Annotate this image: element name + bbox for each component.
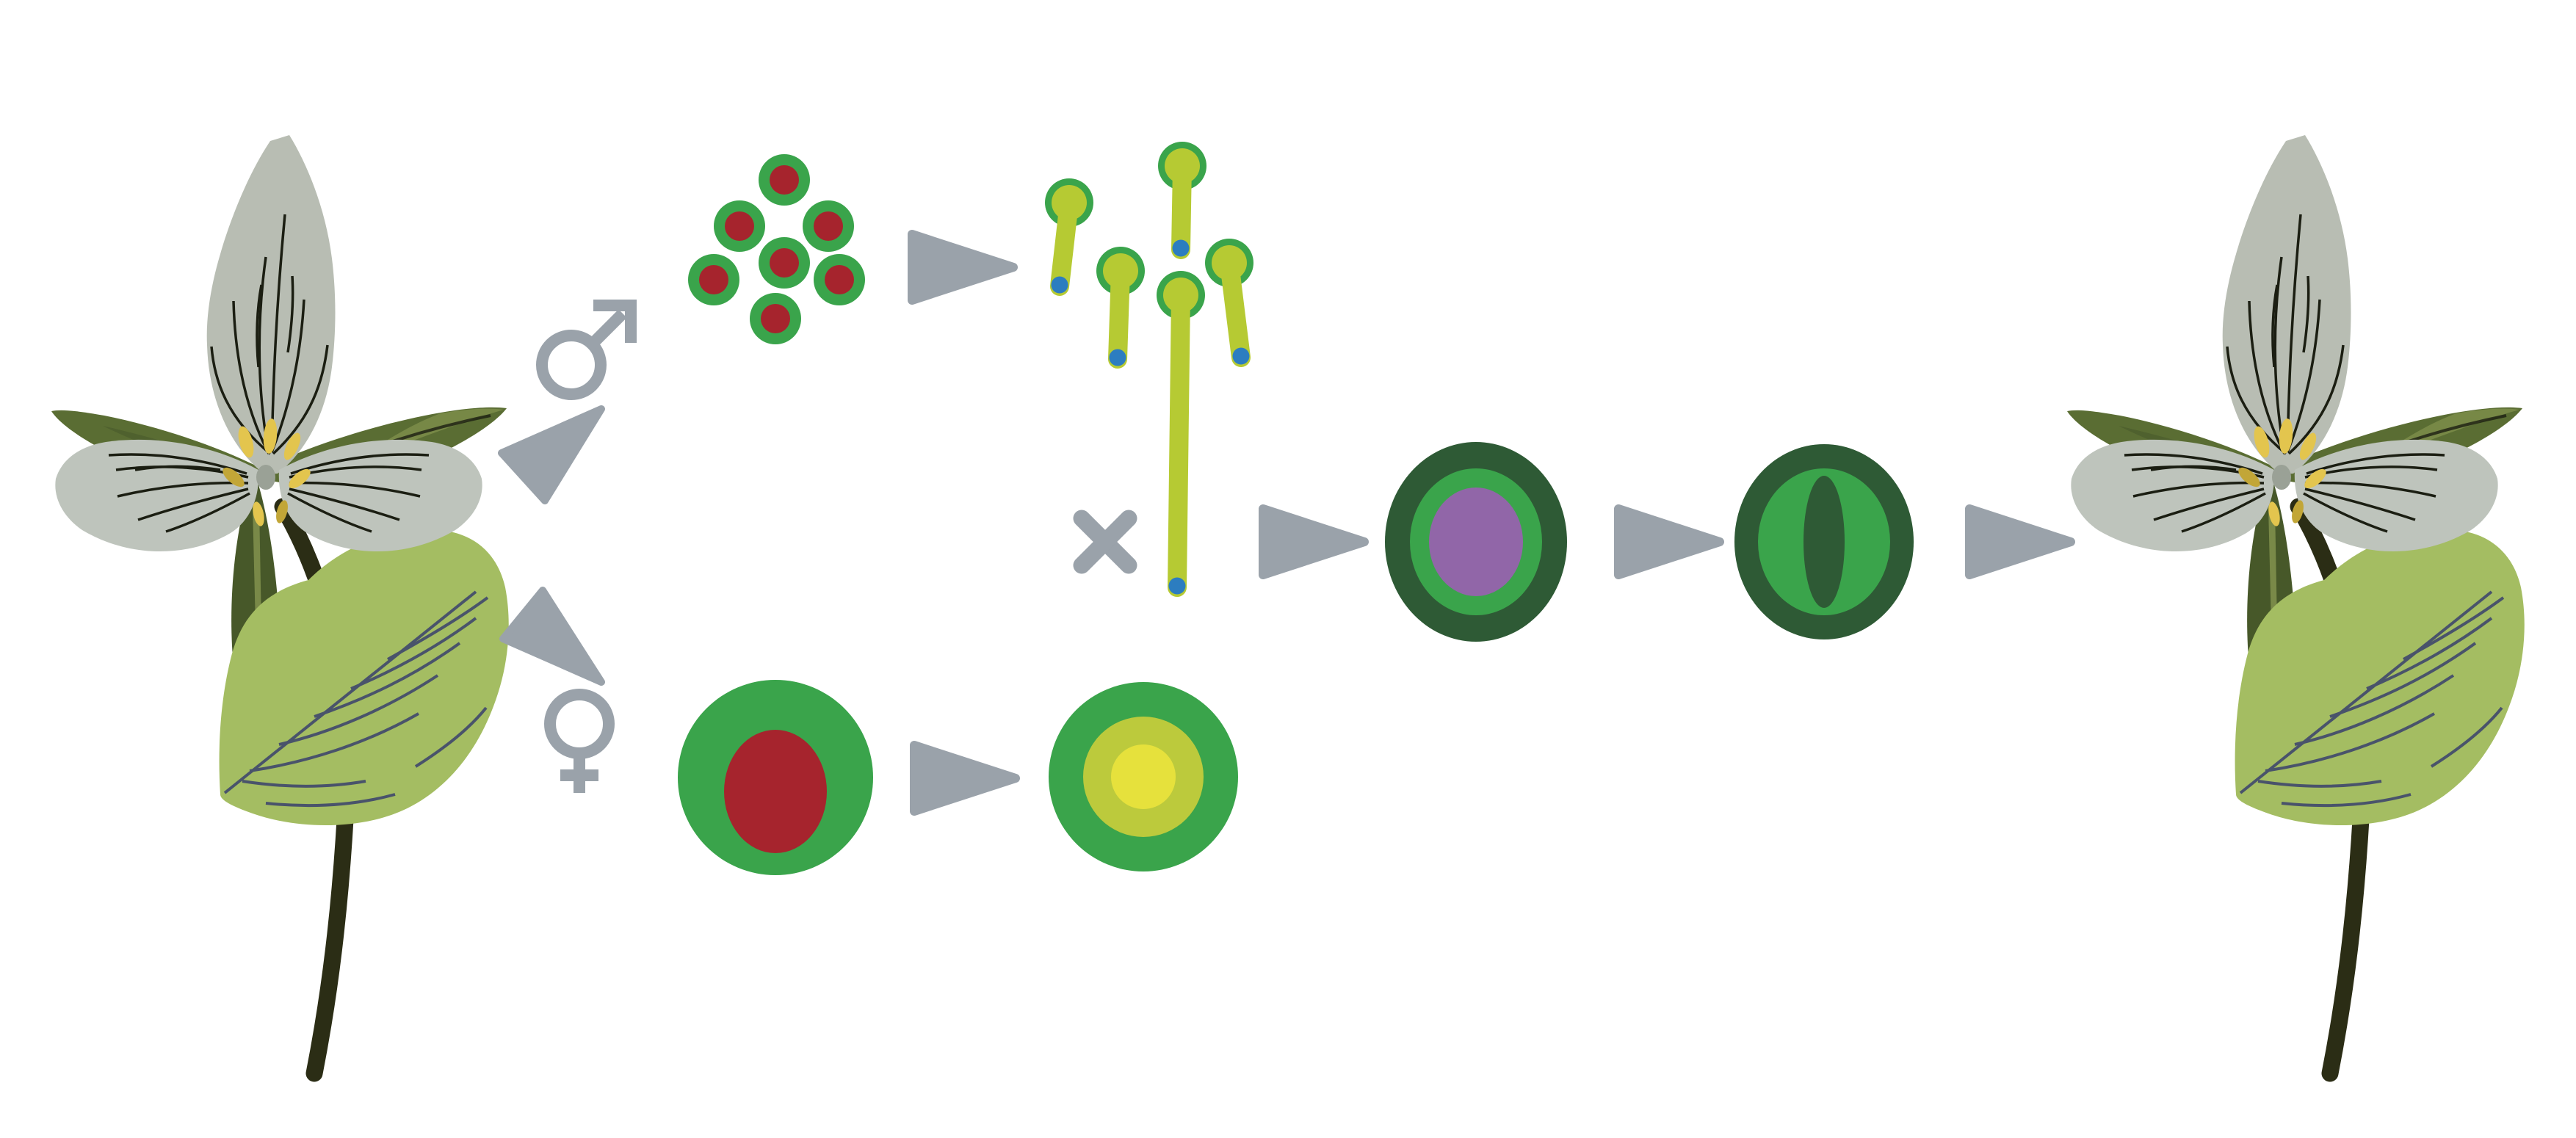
branch-arrow-down-icon [499, 587, 605, 686]
seed-embryo-lens [1803, 476, 1845, 608]
seed-embryo: seed-embryo [1734, 444, 1914, 639]
male-symbol-icon: ♂ [536, 300, 637, 400]
pollen-tube-tip [1051, 276, 1068, 294]
pollen-tube: pollen-tube [1157, 271, 1205, 597]
germinating-pollen-2 [1096, 247, 1145, 369]
branch-arrow-up-icon [498, 405, 605, 504]
pollen-tube-tip [1109, 349, 1126, 366]
embryo-sac: embryo-sac [1049, 682, 1238, 871]
female-branch: ♀ [499, 587, 615, 793]
germinating-pollen-grains: germinating-pollen-grains pollen-tube [1045, 142, 1253, 597]
germinating-pollen-3 [1158, 142, 1206, 259]
pollen-tube-tip [1168, 577, 1186, 595]
megaspore-cell: megaspore-cell [678, 680, 873, 875]
pollen-tube-tip [1172, 239, 1190, 257]
zygote-cell: zygote-cell [1385, 442, 1567, 642]
zygote-nucleus [1429, 488, 1523, 596]
germinating-pollen-1 [1045, 178, 1093, 296]
fertilization-cross-icon: × [1073, 510, 1137, 574]
egg-cell [1111, 744, 1176, 809]
pollen-tube-tip [1232, 347, 1250, 365]
male-branch: ♂ [498, 300, 637, 504]
germinating-pollen-5 [1205, 239, 1253, 367]
megaspore-nucleus [724, 730, 827, 853]
female-symbol-icon: ♀ [544, 689, 615, 793]
